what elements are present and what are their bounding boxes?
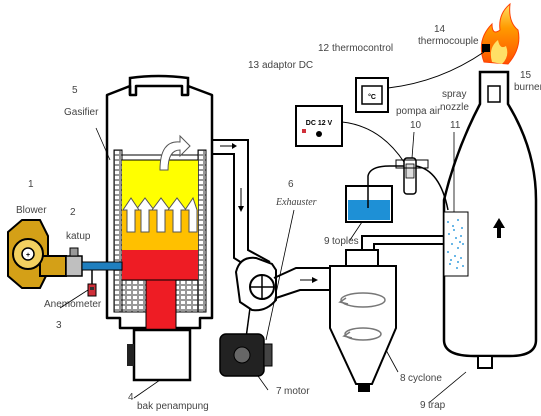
thermocouple-wire bbox=[388, 52, 484, 88]
label-thermocouple-num: 14 bbox=[434, 24, 446, 35]
label-thermocontrol-num: 12 bbox=[318, 43, 330, 54]
duct-arrowhead-right bbox=[232, 143, 237, 149]
label-trap-num: 9 bbox=[420, 400, 426, 411]
label-nozzle-num: 11 bbox=[450, 120, 461, 131]
trap-drain bbox=[478, 356, 492, 368]
label-thermocouple: thermocouple bbox=[418, 36, 479, 47]
duct-inner bbox=[212, 154, 250, 268]
adaptor-display: DC 12 V bbox=[306, 120, 333, 127]
insulation-left bbox=[114, 150, 122, 312]
trap bbox=[444, 72, 536, 368]
insulation-right bbox=[198, 150, 206, 312]
toples bbox=[346, 166, 404, 222]
cyclone-outlet bbox=[346, 250, 378, 266]
cyclone-to-trap-pipe bbox=[362, 236, 444, 250]
label-pompa-num: 10 bbox=[410, 120, 422, 131]
label-cyclone-num: 8 bbox=[400, 373, 406, 384]
celsius-display: °C bbox=[368, 93, 376, 101]
thermocontrol: °C bbox=[356, 44, 490, 112]
anemometer bbox=[88, 270, 96, 296]
duct-arrowhead-down bbox=[238, 206, 244, 212]
blower-hub-mark: + bbox=[26, 252, 30, 259]
gasifier bbox=[107, 76, 212, 330]
burner-flame bbox=[481, 4, 519, 64]
label-toples-num: 9 bbox=[324, 236, 330, 247]
adaptor-led bbox=[302, 129, 306, 133]
label-gasifier-num: 5 bbox=[72, 85, 78, 96]
label-burner-num: 15 bbox=[520, 70, 532, 81]
burner-neck bbox=[488, 86, 500, 102]
label-blower: Blower bbox=[16, 205, 47, 216]
chamber-lid bbox=[122, 155, 198, 160]
adaptor-dc: DC 12 V bbox=[296, 106, 404, 162]
adaptor-cable bbox=[342, 122, 404, 162]
label-cyclone: cyclone bbox=[408, 373, 442, 384]
label-adaptor: adaptor DC bbox=[262, 60, 313, 71]
label-exhauster: Exhauster bbox=[275, 197, 317, 208]
label-anemometer: Anemometer bbox=[44, 299, 102, 310]
motor bbox=[220, 334, 272, 376]
label-adaptor-num: 13 bbox=[248, 60, 260, 71]
label-nozzle: nozzle bbox=[440, 102, 469, 113]
cyclone-dust-outlet bbox=[358, 384, 370, 392]
cyclone-body bbox=[330, 266, 396, 384]
label-bak-num: 4 bbox=[128, 392, 134, 403]
valve-body bbox=[66, 256, 82, 276]
label-motor: motor bbox=[284, 386, 310, 397]
air-pipe bbox=[82, 262, 122, 270]
label-burner: burner bbox=[514, 82, 541, 93]
label-katup-num: 2 bbox=[70, 207, 76, 218]
label-bak: bak penampung bbox=[137, 401, 209, 412]
valve-knob bbox=[70, 248, 78, 256]
combustion-zone bbox=[122, 250, 198, 280]
ash-chute bbox=[146, 280, 176, 330]
label-toples: toples bbox=[332, 236, 359, 247]
label-exhauster-num: 6 bbox=[288, 179, 294, 190]
bak-penampung bbox=[127, 330, 190, 380]
thermocouple-probe bbox=[482, 44, 490, 52]
cyclone bbox=[330, 250, 396, 392]
label-thermocontrol: thermocontrol bbox=[332, 43, 393, 54]
katup-valve bbox=[66, 248, 82, 276]
label-motor-num: 7 bbox=[276, 386, 282, 397]
blower-outlet bbox=[40, 256, 66, 276]
label-pompa: pompa air bbox=[396, 106, 441, 117]
ash-tank bbox=[134, 330, 190, 380]
blower: + bbox=[8, 220, 66, 288]
adaptor-knob bbox=[316, 131, 322, 137]
exhauster bbox=[236, 258, 340, 311]
pompa-air bbox=[396, 158, 448, 210]
label-gasifier: Gasifier bbox=[64, 107, 99, 118]
label-spray: spray bbox=[442, 89, 466, 100]
label-anemometer-num: 3 bbox=[56, 320, 62, 331]
toples-water bbox=[348, 200, 390, 220]
ash-tank-handle bbox=[127, 344, 134, 366]
label-katup: katup bbox=[66, 231, 91, 242]
label-blower-num: 1 bbox=[28, 179, 34, 190]
